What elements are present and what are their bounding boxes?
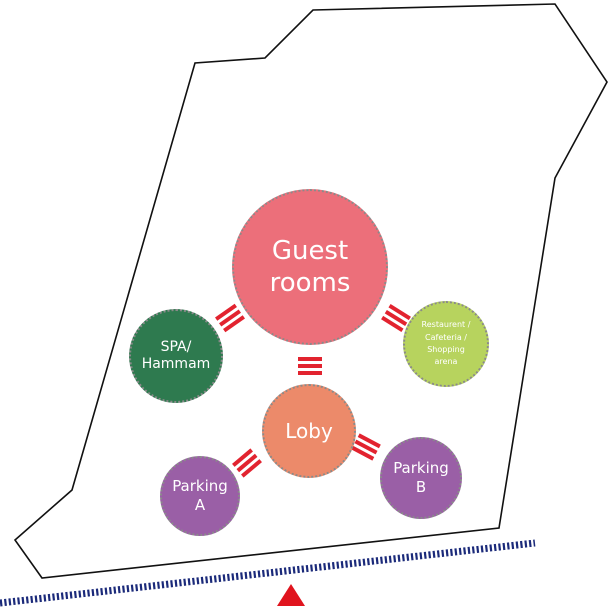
connector-spa-guest-rooms: [215, 303, 245, 333]
connector-bar: [384, 309, 408, 327]
connector-bar: [388, 304, 411, 321]
connector-bar: [351, 445, 375, 461]
parking-a-label: Parking A: [172, 477, 228, 514]
lobby-node: Loby: [262, 384, 356, 478]
site-boundary-outline: [13, 3, 608, 579]
entrance-arrow-icon: [277, 584, 305, 606]
connector-bar: [298, 364, 322, 368]
guest-rooms-node: Guest rooms: [232, 189, 388, 345]
connector-bar: [298, 371, 322, 375]
connector-lobby-parking-b: [351, 433, 381, 461]
spa-hammam-label: SPA/ Hammam: [141, 338, 211, 373]
restaurant-cafeteria-shopping-node: Restaurent / Cafeteria / Shopping arena: [403, 301, 489, 387]
connector-bar: [215, 303, 237, 321]
parking-a-node: Parking A: [160, 456, 240, 536]
spa-hammam-node: SPA/ Hammam: [129, 309, 223, 403]
connector-bar: [357, 433, 381, 449]
connector-lobby-parking-a: [232, 448, 262, 478]
connector-bar: [241, 459, 262, 478]
parking-b-node: Parking B: [380, 437, 462, 519]
restaurant-cafeteria-shopping-label: Restaurent / Cafeteria / Shopping arena: [421, 320, 471, 367]
connector-bar: [236, 453, 258, 473]
connector-bar: [298, 357, 322, 361]
connector-bar: [232, 448, 253, 467]
connector-bar: [381, 315, 404, 332]
access-road: [0, 539, 536, 607]
lobby-label: Loby: [285, 418, 333, 443]
connector-bar: [354, 439, 378, 455]
connector-bar: [223, 315, 245, 333]
parking-b-label: Parking B: [393, 459, 449, 496]
connector-guest-rooms-lobby: [298, 357, 322, 375]
guest-rooms-label: Guest rooms: [269, 235, 351, 299]
connector-guest-rooms-restaurant: [381, 304, 411, 332]
connector-bar: [219, 309, 241, 327]
